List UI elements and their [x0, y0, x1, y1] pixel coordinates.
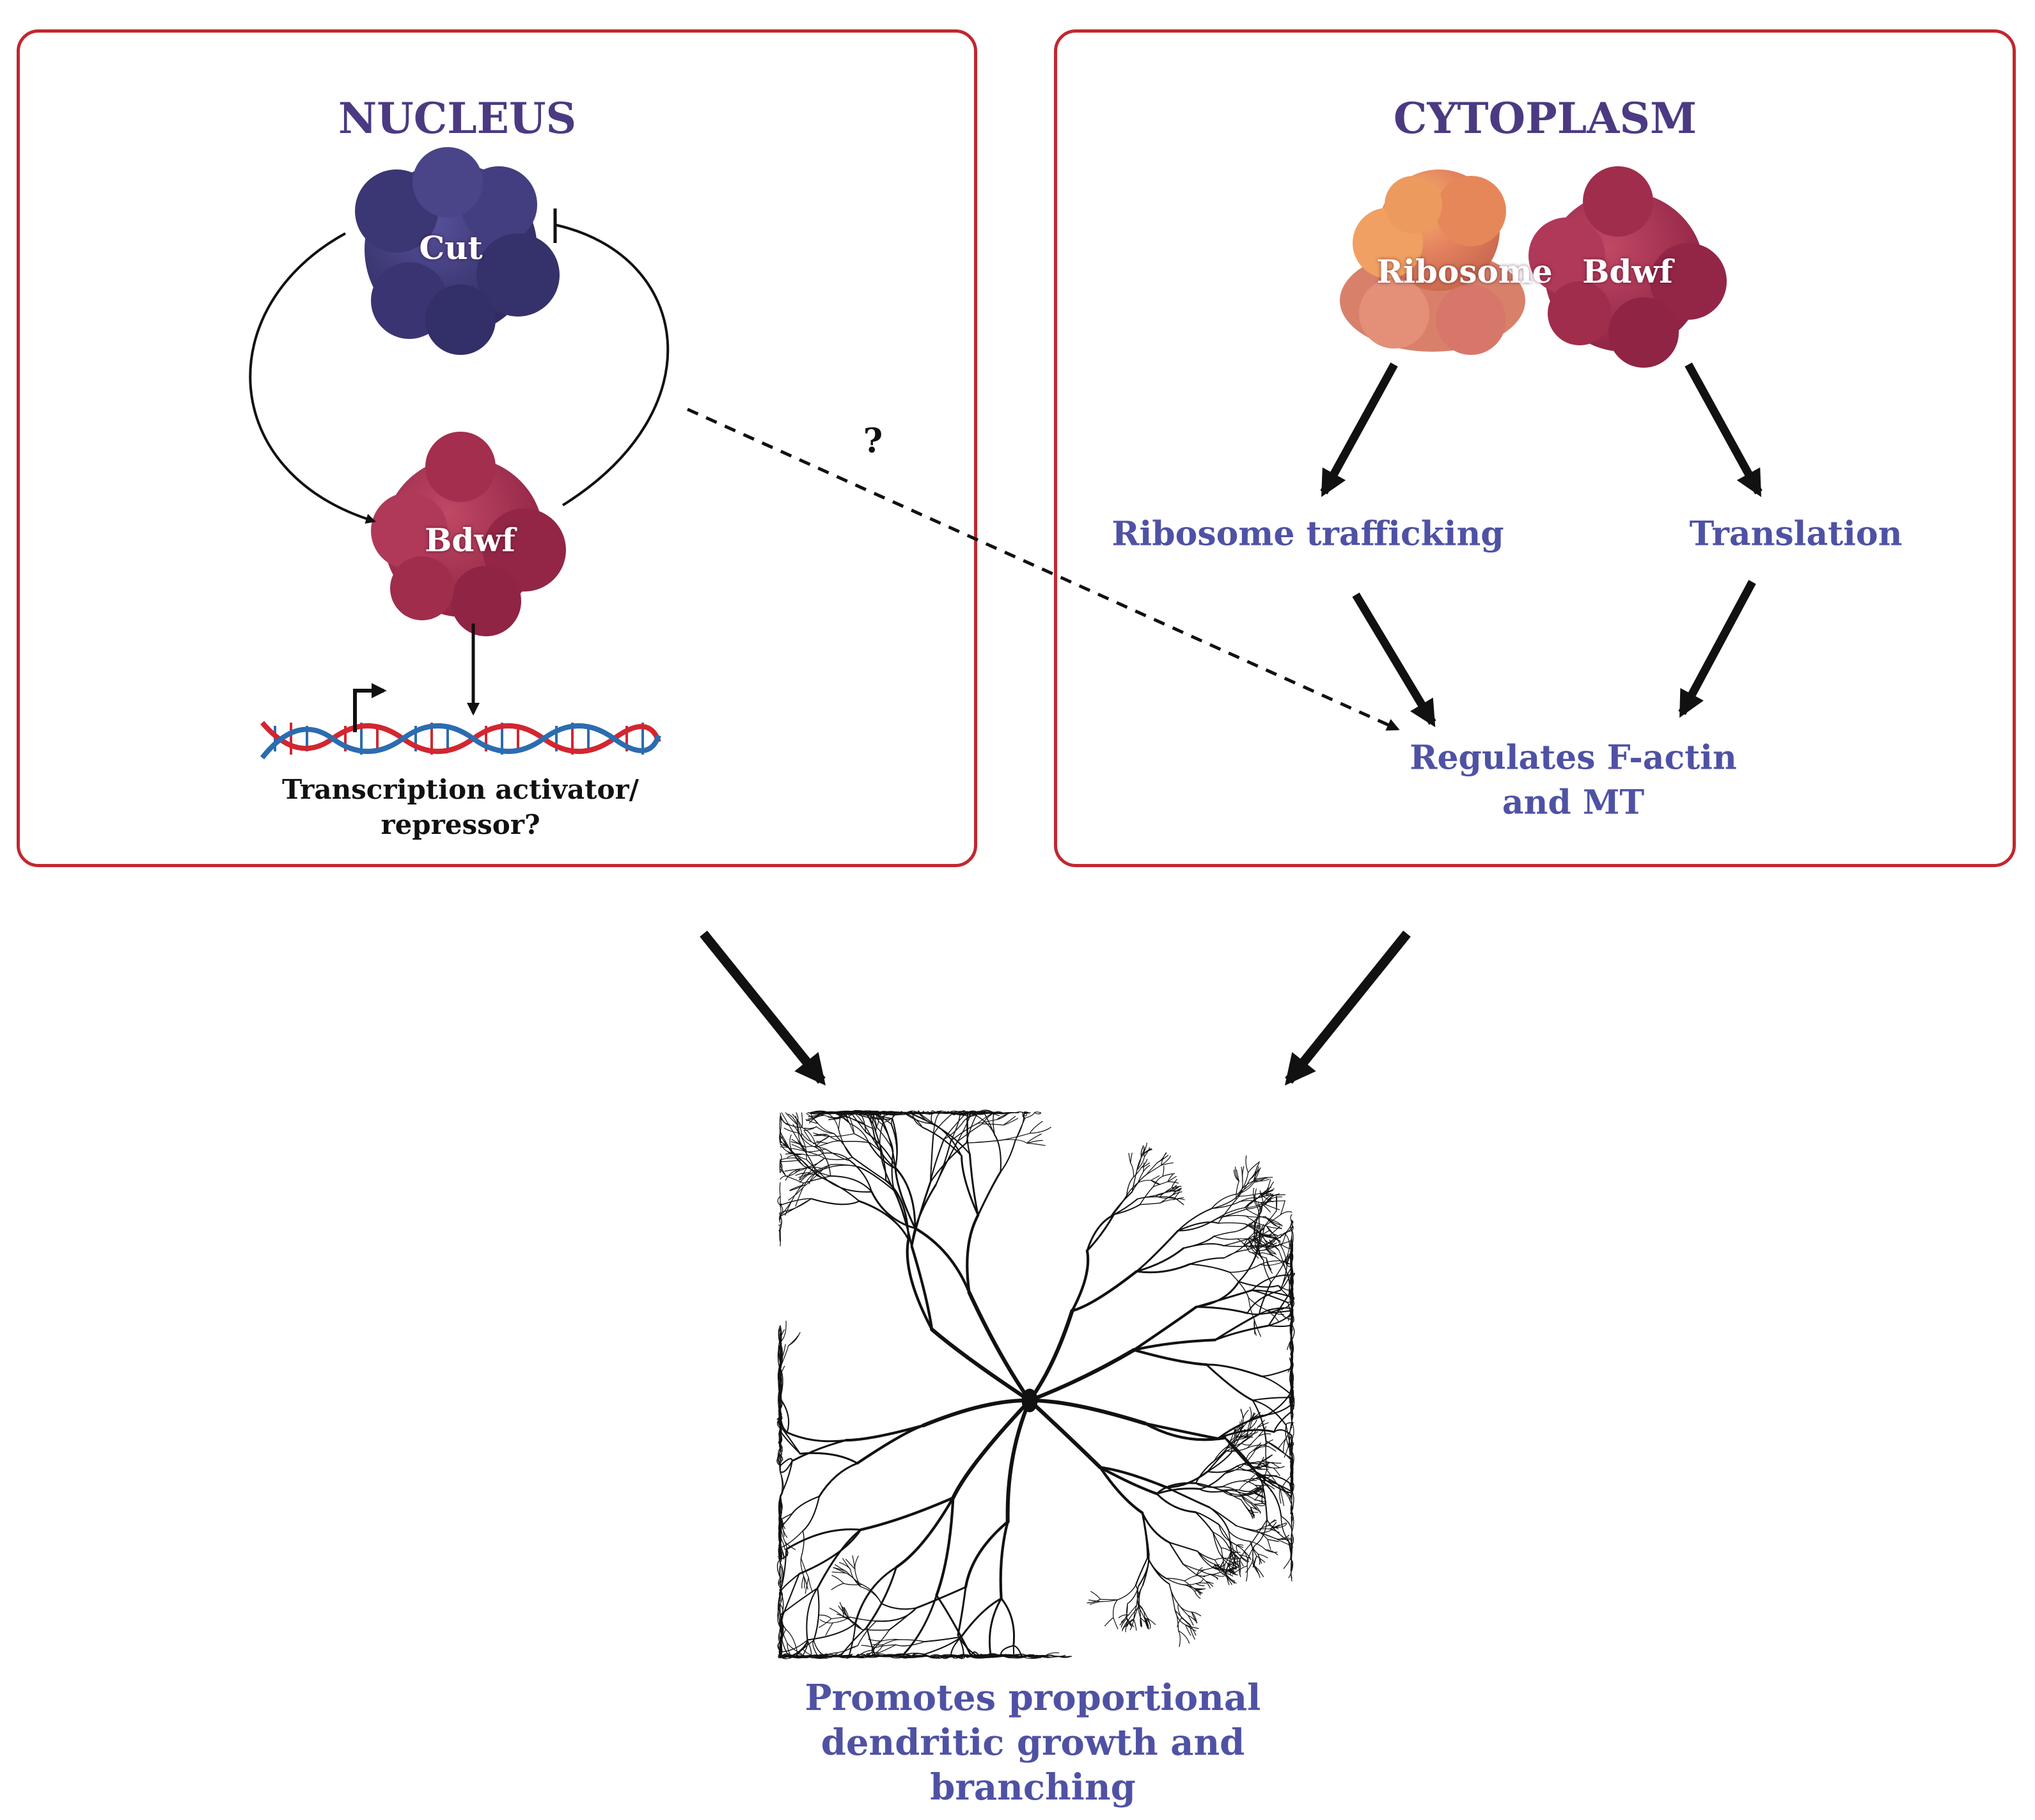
transcription-line1: Transcription activator/: [282, 773, 639, 805]
cytoplasm-to-outcome-arrow: [1284, 930, 1411, 1086]
ribosome-to-trafficking-arrow: [1320, 362, 1398, 498]
bdwf-label: Bdwf: [425, 521, 515, 559]
bdwf-label-cytoplasm: Bdwf: [1582, 252, 1673, 290]
regulates-line2: and MT: [1502, 783, 1645, 822]
bdwf-protein-icon-cytoplasm: [1528, 166, 1727, 368]
cut-protein-icon: [355, 147, 560, 355]
outcome-line2: dendritic growth and: [821, 1722, 1245, 1764]
regulates-line1: Regulates F-actin: [1410, 738, 1737, 778]
trafficking-to-regulates-arrow: [1352, 592, 1436, 728]
ribosome-label: Ribosome: [1376, 252, 1553, 290]
neuron-soma: [1021, 1388, 1038, 1413]
outcome-line3: branching: [930, 1766, 1136, 1808]
question-mark: ?: [863, 421, 883, 461]
ribosome-trafficking-label: Ribosome trafficking: [1112, 514, 1504, 554]
cytoplasm-title: CYTOPLASM: [1393, 93, 1697, 143]
neuron-dendrite-icon: [776, 1110, 1296, 1659]
ribosome-icon: [1340, 169, 1525, 355]
promoter-arrow-icon: [353, 683, 387, 732]
cut-label: Cut: [419, 228, 483, 267]
transcription-line2: repressor?: [381, 808, 540, 840]
bdwf-protein-icon: [371, 432, 566, 636]
nucleus-title: NUCLEUS: [338, 93, 577, 143]
dna-helix-icon: [260, 721, 661, 760]
cut-to-bdwf-arrow: [249, 232, 377, 524]
nucleus-to-outcome-arrow: [700, 930, 826, 1086]
bdwf-to-translation-arrow: [1685, 362, 1763, 498]
translation-to-regulates-arrow: [1678, 579, 1756, 718]
translation-label: Translation: [1689, 514, 1903, 554]
bdwf-inhibits-cut-line: [556, 224, 670, 506]
outcome-line1: Promotes proportional: [805, 1677, 1261, 1719]
dashed-unknown-arrow: [686, 407, 1400, 731]
cytoplasm-panel: [1054, 29, 2016, 867]
